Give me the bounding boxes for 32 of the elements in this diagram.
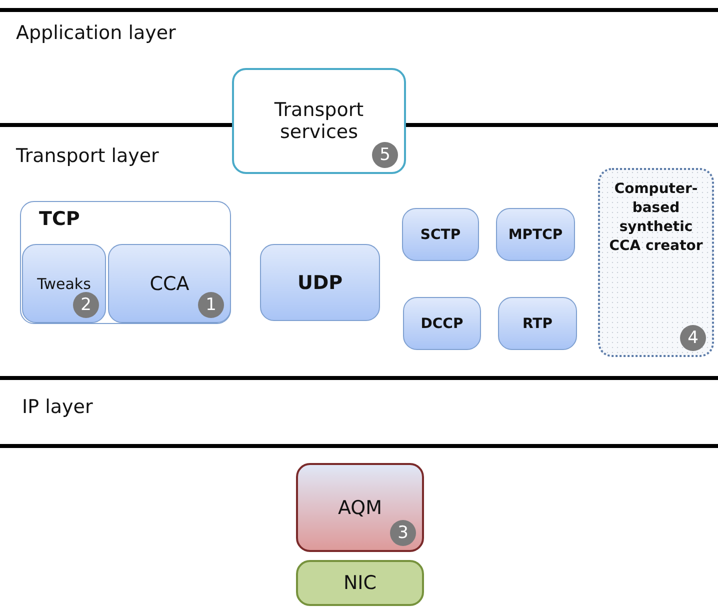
number-badge: 5 (372, 142, 398, 168)
node-label: TCP (39, 208, 80, 230)
node-label: MPTCP (508, 226, 563, 242)
protocol-box (402, 208, 479, 261)
node-label: NIC (343, 572, 377, 594)
protocol-box (260, 244, 380, 321)
node-label: SCTP (420, 226, 461, 242)
node-label: Tweaks (37, 274, 91, 292)
node-label: Computer-based synthetic CCA creator (608, 180, 704, 256)
layer-label: IP layer (22, 396, 93, 418)
number-badge: 4 (680, 325, 706, 351)
layer-label: Transport layer (16, 145, 159, 167)
creator-box (598, 168, 714, 357)
protocol-box (403, 297, 481, 350)
number-badge: 1 (198, 292, 224, 318)
node-label: RTP (522, 316, 552, 332)
protocol-box (496, 208, 575, 261)
queue-management-box (296, 463, 424, 552)
node-label: CCA (150, 272, 190, 294)
protocol-box (498, 297, 577, 350)
number-badge: 2 (73, 292, 99, 318)
service-box (232, 68, 406, 174)
layer-label: Application layer (16, 22, 176, 44)
component-box (108, 244, 231, 323)
node-label: AQM (338, 496, 382, 518)
number-badge: 3 (390, 520, 416, 546)
node-label: UDP (297, 272, 343, 294)
protocol-group-box (20, 201, 231, 324)
node-label: DCCP (420, 316, 464, 332)
interface-box (296, 560, 424, 606)
component-box (22, 244, 106, 323)
node-label: Transport services (273, 99, 365, 143)
